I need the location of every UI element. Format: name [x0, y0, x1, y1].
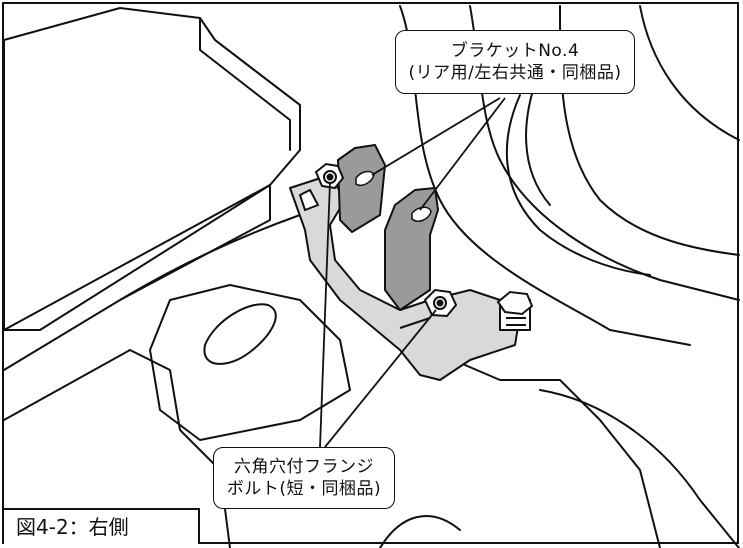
bracket-callout-line1: ブラケットNo.4	[450, 41, 580, 61]
plate-slot	[399, 317, 431, 329]
existing-bolt	[496, 290, 534, 331]
bracket-callout: ブラケットNo.4 (リア用/左右共通・同梱品)	[395, 30, 635, 94]
right-structure-4	[639, 5, 740, 141]
bolt-callout: 六角穴付フランジ ボルト(短・同梱品)	[213, 447, 395, 509]
figure-caption: 図4-2：右側	[4, 508, 200, 544]
leader-bolt-1	[319, 181, 331, 448]
flange-bolt-center	[423, 288, 458, 318]
upper-panel-front	[3, 184, 271, 371]
leader-bracket-1	[371, 97, 501, 176]
leader-bolt-2	[324, 309, 437, 448]
floor-rib	[149, 284, 351, 441]
lower-arc	[379, 515, 461, 548]
upper-panel	[3, 7, 301, 331]
leader-bracket-2	[419, 97, 506, 211]
bracket-tab-front	[384, 187, 439, 311]
bracket-callout-line2: (リア用/左右共通・同梱品)	[408, 63, 622, 83]
bracket-tab-front-slot	[411, 206, 432, 222]
lower-right-panel	[539, 389, 740, 548]
bracket-tab-rear	[337, 144, 386, 233]
bolt-callout-line2: ボルト(短・同梱品)	[226, 479, 382, 499]
upper-panel-edge	[199, 17, 301, 151]
right-curve	[505, 94, 651, 276]
bracket-tab-rear-slot	[355, 170, 375, 187]
flange-bolt-left	[314, 162, 345, 190]
bolt-callout-line1: 六角穴付フランジ	[234, 457, 374, 477]
floor-slot	[203, 303, 277, 365]
bracket-edge	[298, 188, 320, 212]
